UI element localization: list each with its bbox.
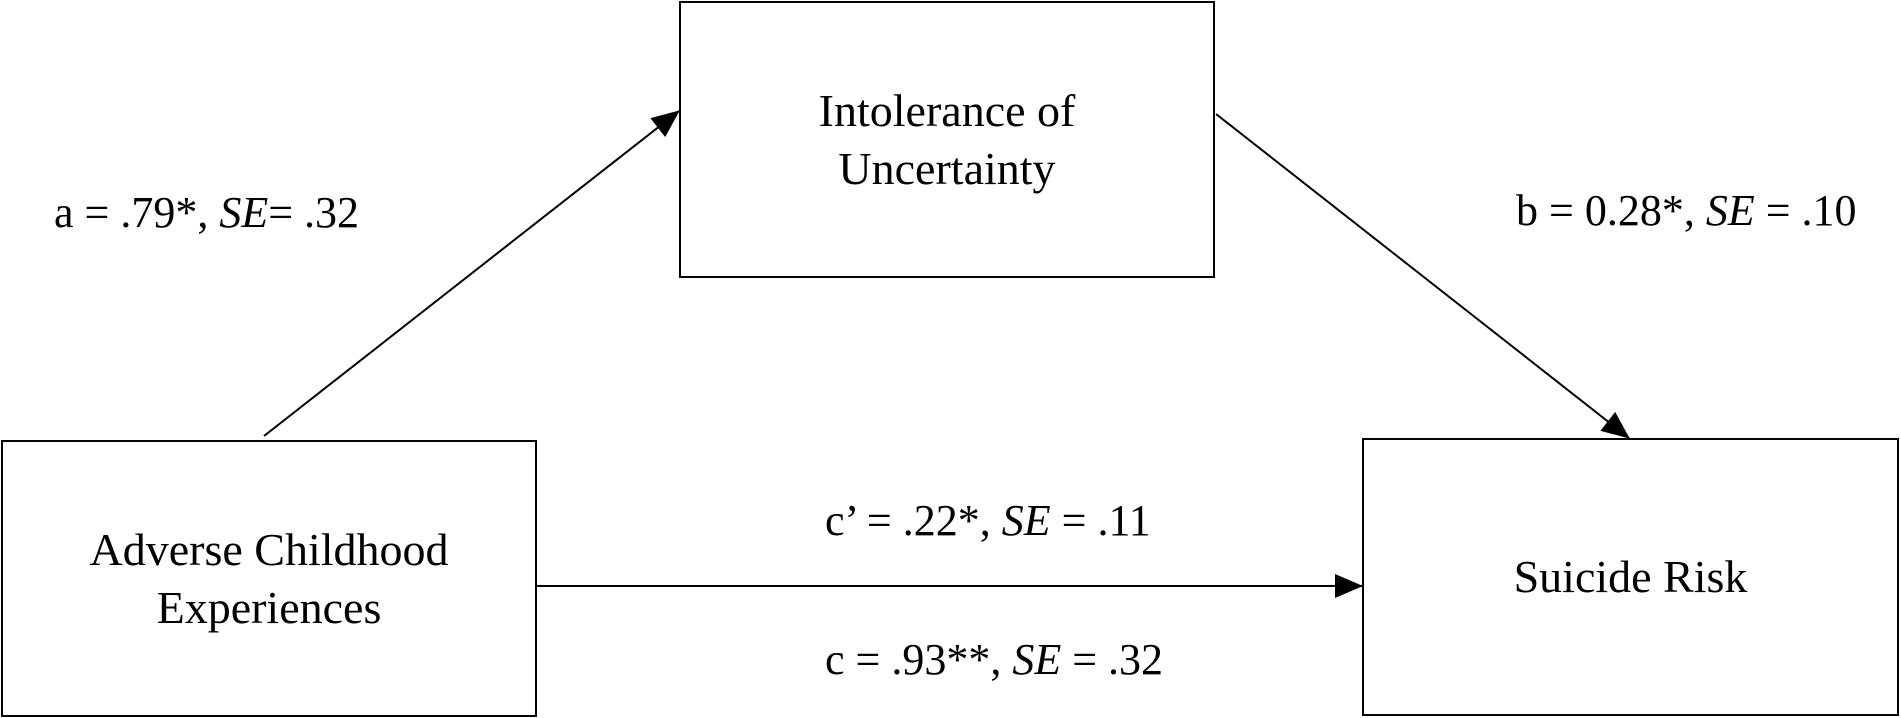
arrow-b <box>1215 113 1630 439</box>
path-c-label: c = .93**, SE = .32 <box>825 635 1163 685</box>
outcome-box: Suicide Risk <box>1362 438 1899 716</box>
predictor-label-line2: Experiences <box>156 581 382 633</box>
path-b-se: SE <box>1705 186 1755 235</box>
path-a-suffix: = .32 <box>268 188 360 237</box>
arrow-a <box>263 110 680 437</box>
path-c-prime-suffix: = .11 <box>1050 496 1151 545</box>
outcome-label: Suicide Risk <box>1513 551 1748 602</box>
path-c-prime-label: c’ = .22*, SE = .11 <box>825 496 1151 546</box>
path-c-prefix: c = .93**, <box>825 635 1013 684</box>
path-b-suffix: = .10 <box>1754 186 1857 235</box>
path-c-prime-prefix: c’ = .22*, <box>825 496 1002 545</box>
path-c-suffix: = .32 <box>1061 635 1164 684</box>
predictor-label-line1: Adverse Childhood <box>89 523 449 575</box>
path-a-se: SE <box>219 188 269 237</box>
path-c-se: SE <box>1012 635 1062 684</box>
path-a-label: a = .79*, SE= .32 <box>54 188 359 238</box>
path-b-prefix: b = 0.28*, <box>1516 186 1706 235</box>
path-a-prefix: a = .79*, <box>54 188 220 237</box>
mediator-label-line1: Intolerance of <box>818 84 1076 136</box>
path-c-prime-se: SE <box>1001 496 1051 545</box>
path-b-label: b = 0.28*, SE = .10 <box>1516 186 1857 236</box>
mediator-box: Intolerance of Uncertainty <box>679 1 1215 278</box>
predictor-box: Adverse Childhood Experiences <box>1 440 537 717</box>
mediator-label-line2: Uncertainty <box>838 142 1056 194</box>
